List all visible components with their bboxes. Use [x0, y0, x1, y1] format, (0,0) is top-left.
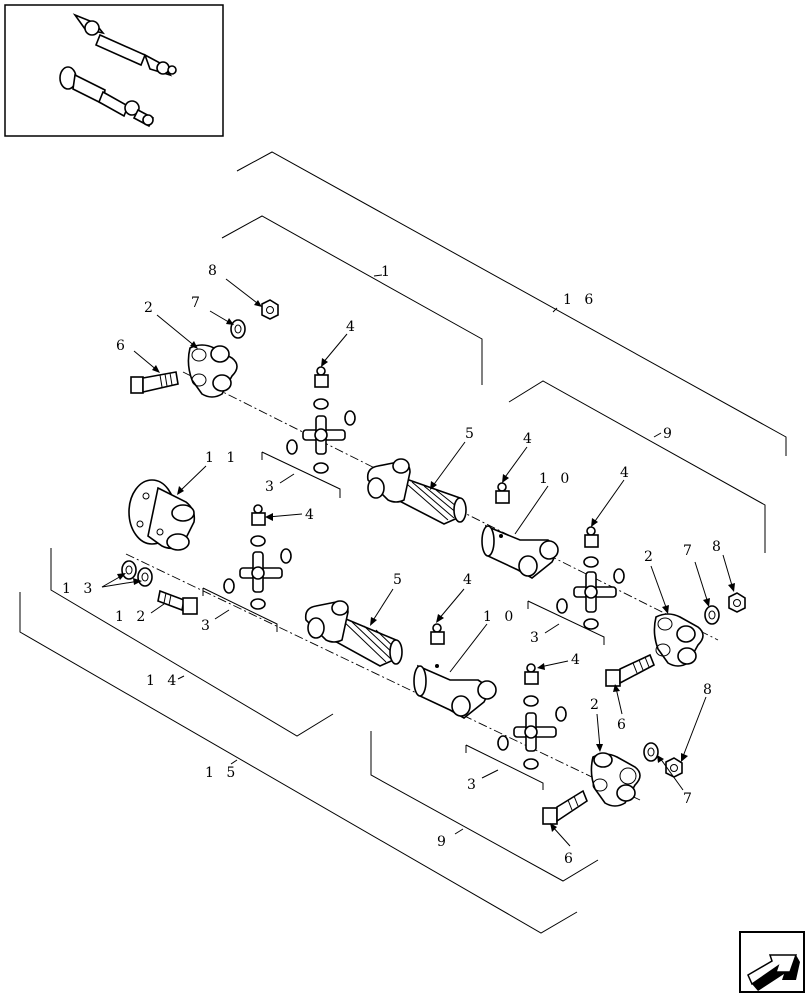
callout-3-lower-left: 3: [201, 618, 214, 634]
grease-fitting-4-c: [495, 482, 510, 504]
cross-kit-panel-lower-right: [465, 744, 544, 790]
centerline-lower: [125, 553, 641, 801]
bracket-15: [19, 592, 578, 934]
callout-11: 1 1: [205, 450, 239, 466]
previous-page-arrow-icon[interactable]: [739, 931, 805, 993]
flange-yoke-11: [128, 479, 196, 551]
callout-1: 1: [381, 264, 394, 280]
nut-8-lower: [665, 757, 683, 778]
washer-7-right: [704, 605, 720, 625]
washer-7-top: [230, 319, 246, 339]
callout-7-lower: 7: [683, 791, 696, 807]
yoke-2-lower: [590, 752, 641, 807]
washer-13: [121, 560, 153, 587]
grease-fitting-4-f: [524, 663, 539, 685]
callout-labels: 8 7 2 6 4 1 1 6 9 5 4 1 0 4 1 1 4 3 2 7 …: [62, 263, 725, 867]
callout-4-f: 4: [571, 652, 584, 668]
callout-2-lower: 2: [590, 697, 603, 713]
yoke-2-right: [653, 613, 704, 667]
grease-fitting-4-b: [251, 504, 266, 526]
callout-9-lower: 9: [437, 834, 450, 850]
thumbnail-shaft-upper: [72, 13, 177, 77]
nut-8-right: [728, 592, 746, 613]
cross-3-lower-left: [223, 535, 292, 610]
thumbnail-panel: [4, 4, 224, 137]
bracket-14: [50, 548, 334, 737]
callout-10-upper: 1 0: [539, 471, 573, 487]
callout-4-d: 4: [620, 465, 633, 481]
washer-7-lower: [643, 742, 659, 762]
callout-10-lower: 1 0: [483, 609, 517, 625]
bolt-6-top: [130, 371, 179, 394]
callout-4-e: 4: [463, 572, 476, 588]
callout-6-right: 6: [617, 717, 630, 733]
callout-14: 1 4: [146, 673, 180, 689]
leader-lines: [101, 274, 735, 847]
callout-3-lower-right: 3: [467, 777, 480, 793]
cross-kit-panel-upper-left: [261, 451, 341, 498]
cross-kit-panel-lower-left: [202, 587, 278, 632]
callout-3-upper-left: 3: [265, 479, 278, 495]
callout-5-upper: 5: [465, 426, 478, 442]
bolt-6-right: [605, 653, 656, 687]
callout-16: 1 6: [563, 292, 597, 308]
callout-8-lower: 8: [703, 682, 716, 698]
grease-fitting-4-e: [430, 623, 445, 645]
callout-3-upper-right: 3: [530, 630, 543, 646]
grease-fitting-4-d: [584, 526, 599, 548]
callout-5-lower: 5: [393, 572, 406, 588]
splined-shaft-5-upper: [366, 458, 467, 525]
callout-7-right: 7: [683, 543, 696, 559]
cross-3-upper-left: [286, 398, 356, 474]
callout-12: 1 2: [115, 609, 149, 625]
thumbnail-shaft-lower: [59, 66, 155, 128]
callout-4-b: 4: [305, 507, 318, 523]
callout-6-top: 6: [116, 338, 129, 354]
splined-shaft-5-lower: [304, 600, 403, 667]
bracket-9-upper: [508, 380, 766, 553]
bracket-16: [236, 151, 787, 456]
bolt-12: [157, 589, 198, 615]
tube-yoke-10-upper: [481, 524, 559, 579]
callout-13: 1 3: [62, 581, 96, 597]
nut-8-top: [261, 299, 279, 320]
callout-7-top: 7: [191, 295, 204, 311]
callout-4-a: 4: [346, 319, 359, 335]
callout-8-top: 8: [208, 263, 221, 279]
callout-2-top: 2: [144, 300, 157, 316]
tube-yoke-10-lower: [413, 664, 497, 719]
centerline-upper: [182, 371, 719, 641]
bolt-6-lower: [542, 789, 588, 825]
cross-3-lower-right: [497, 695, 567, 770]
callout-15: 1 5: [205, 765, 239, 781]
cross-kit-panel-upper-right: [527, 600, 605, 645]
cross-3-upper-right: [556, 556, 625, 630]
callout-8-right: 8: [712, 539, 725, 555]
callout-6-lower: 6: [564, 851, 577, 867]
callout-2-right: 2: [644, 549, 657, 565]
bracket-1: [221, 215, 483, 385]
callout-4-c: 4: [523, 431, 536, 447]
bracket-9-lower: [370, 731, 599, 882]
yoke-2-top: [187, 344, 238, 398]
grease-fitting-4-a: [314, 366, 329, 388]
callout-9-upper: 9: [663, 426, 676, 442]
